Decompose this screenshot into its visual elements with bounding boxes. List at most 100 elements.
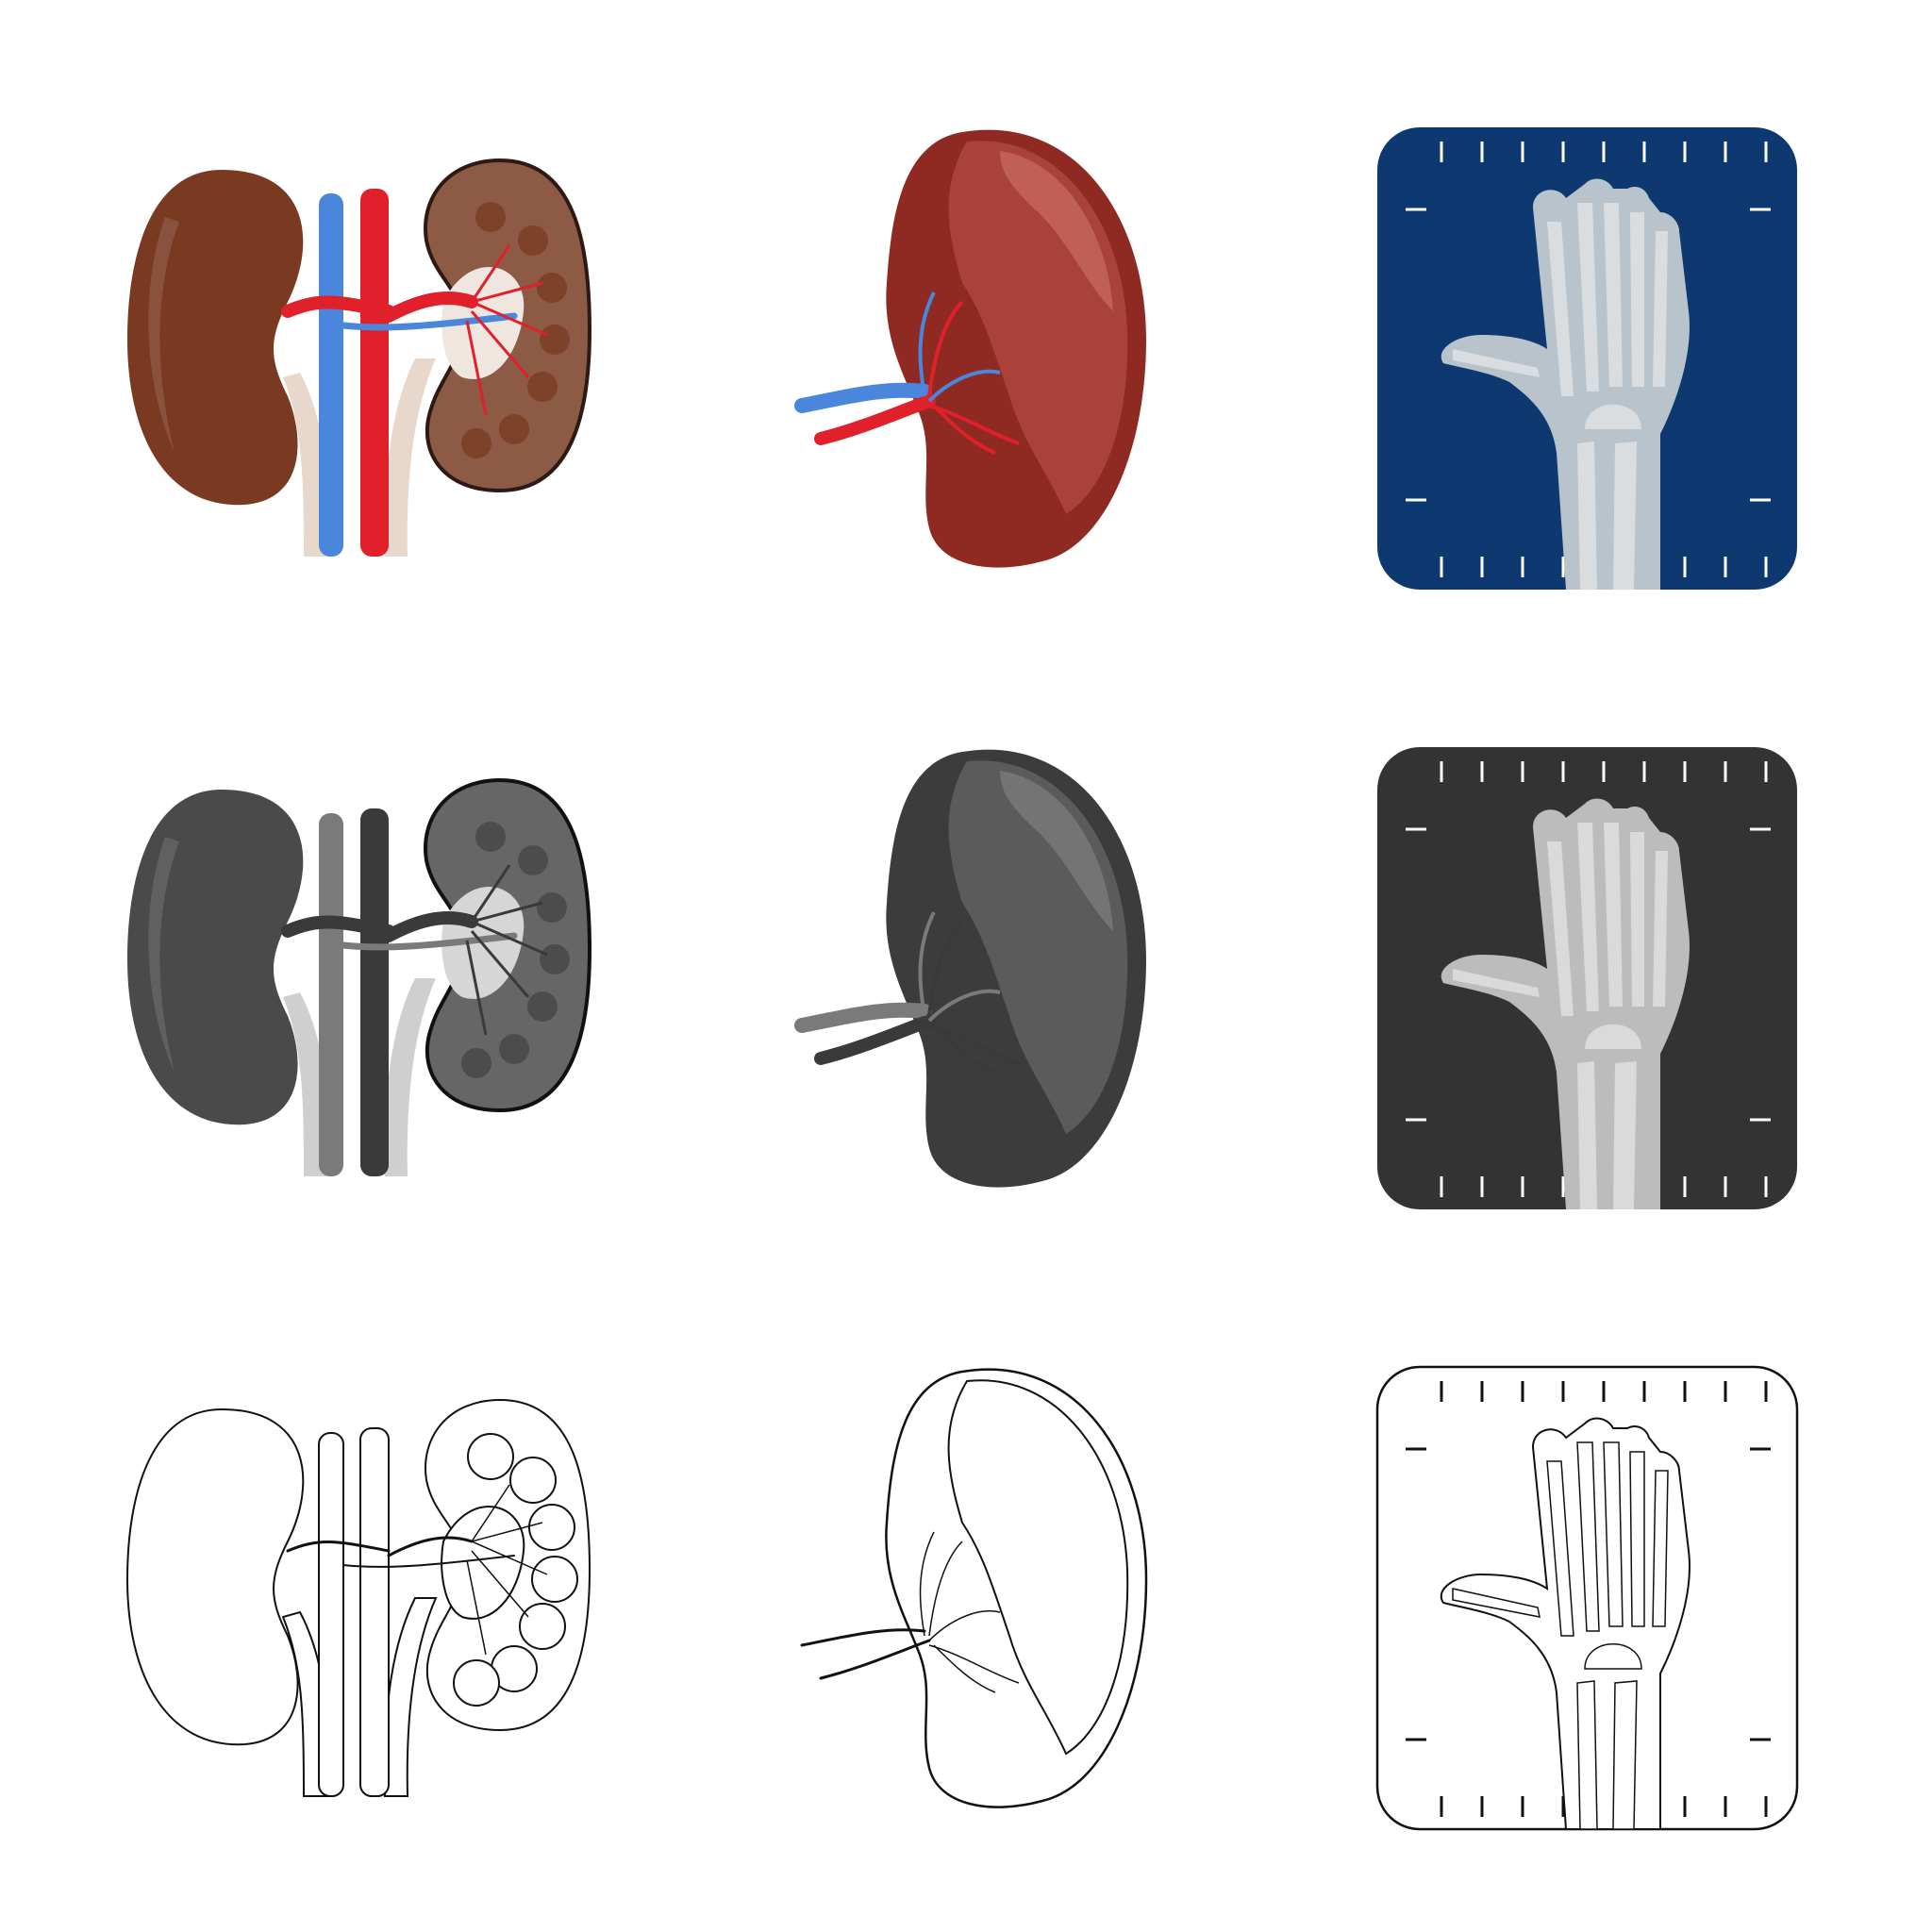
- spleen-highlight: [1000, 151, 1113, 311]
- hand-bone: [1585, 404, 1641, 429]
- renal-vein: [342, 1555, 515, 1568]
- splenic-branch: [918, 291, 936, 397]
- renal-artery-left: [281, 295, 395, 318]
- aorta: [359, 1427, 390, 1797]
- splenic-artery: [819, 1639, 931, 1680]
- ureter-right: [384, 358, 436, 557]
- aorta: [360, 189, 389, 557]
- hand-bone: [1613, 441, 1637, 590]
- splenic-artery: [814, 394, 936, 445]
- renal-artery-left: [281, 915, 395, 938]
- hand-bone: [1613, 1061, 1637, 1209]
- renal-branch: [471, 300, 548, 337]
- hand-bone: [1584, 1643, 1642, 1670]
- kidney-pyramid: [527, 991, 558, 1022]
- splenic-branch: [928, 1610, 1001, 1641]
- splenic-branch: [927, 300, 964, 397]
- hand-bone: [1546, 1460, 1574, 1637]
- kidney-pyramid: [475, 202, 506, 232]
- renal-branch: [470, 864, 511, 923]
- kidney-pyramid: [519, 1603, 566, 1650]
- splenic-branch: [933, 1644, 996, 1693]
- hand-bone: [1585, 1024, 1641, 1049]
- left-kidney: [127, 790, 304, 1125]
- hand-bone: [1604, 203, 1623, 387]
- kidney-pyramid: [461, 1048, 491, 1078]
- monochrome-hand-xray-icon: [1377, 747, 1797, 1209]
- left-kidney: [125, 1407, 305, 1746]
- renal-artery-right: [382, 291, 478, 323]
- kidney-pyramid: [537, 892, 567, 923]
- renal-branch: [465, 940, 488, 1036]
- ureter-left: [283, 992, 330, 1176]
- renal-branch: [466, 1559, 487, 1656]
- outline-kidneys-icon: [125, 1398, 591, 1797]
- splenic-branch: [919, 1531, 935, 1637]
- vena-cava: [319, 813, 343, 1176]
- hand-bone: [1604, 823, 1623, 1007]
- kidney-pyramid: [540, 325, 570, 355]
- kidney-pyramid: [499, 1034, 529, 1064]
- hand-bone: [1653, 231, 1668, 387]
- splenic-branch: [927, 369, 1001, 403]
- splenic-branch: [927, 989, 1001, 1023]
- renal-pelvis: [441, 1506, 525, 1620]
- ureter-right: [383, 1597, 438, 1797]
- hand-bone: [1576, 1441, 1600, 1632]
- kidney-highlight: [148, 837, 179, 1073]
- kidney-pyramid: [475, 822, 506, 852]
- hand-bone: [1603, 1441, 1624, 1627]
- hand-bone: [1652, 1470, 1669, 1627]
- splenic-branch: [932, 1024, 996, 1074]
- spleen-lobe: [947, 1379, 1129, 1756]
- renal-branch: [471, 281, 543, 304]
- renal-branch: [471, 1484, 510, 1542]
- kidney-pyramid: [453, 1659, 500, 1707]
- splenic-artery: [814, 1014, 936, 1065]
- renal-branch: [471, 901, 543, 924]
- splenic-branch: [928, 1644, 1020, 1684]
- kidney-pyramid: [537, 273, 567, 303]
- renal-artery-right: [382, 910, 478, 942]
- kidney-pyramid: [527, 372, 558, 402]
- hand-bone: [1576, 1680, 1598, 1830]
- splenic-branch: [928, 1541, 963, 1637]
- hand-bone: [1452, 1588, 1541, 1618]
- monochrome-kidneys-icon: [127, 777, 592, 1176]
- kidney-pyramid: [528, 1504, 575, 1551]
- renal-branch: [471, 920, 548, 957]
- renal-branch: [470, 310, 530, 378]
- hand-bone: [1629, 1451, 1645, 1627]
- kidney-pyramid: [461, 428, 491, 458]
- renal-branch: [471, 1550, 529, 1618]
- renal-branch: [465, 320, 488, 416]
- splenic-branch: [927, 920, 964, 1017]
- hand-bone: [1577, 441, 1597, 590]
- splenic-vein: [794, 1002, 932, 1033]
- hand-bone: [1453, 349, 1540, 377]
- renal-branch: [470, 930, 530, 998]
- aorta: [360, 808, 389, 1176]
- vena-cava: [318, 1432, 344, 1797]
- ureter-left: [283, 373, 330, 557]
- monochrome-spleen-icon: [794, 749, 1146, 1188]
- color-hand-xray-icon: [1377, 127, 1797, 591]
- hand-bone: [1547, 841, 1574, 1016]
- outline-spleen-icon: [800, 1368, 1148, 1808]
- splenic-vein: [794, 382, 932, 413]
- left-kidney: [127, 170, 304, 506]
- kidney-pyramid: [499, 414, 529, 444]
- hand-bone: [1547, 222, 1574, 396]
- vena-cava: [319, 193, 343, 557]
- kidney-pyramid: [467, 1433, 514, 1480]
- splenic-branch: [932, 404, 996, 455]
- renal-vein: [340, 312, 518, 331]
- kidney-highlight: [148, 217, 179, 453]
- hand-bone: [1577, 203, 1599, 391]
- ureter-right: [384, 978, 436, 1176]
- renal-vein: [340, 932, 518, 951]
- renal-artery-right: [387, 1536, 474, 1557]
- renal-branch: [471, 1522, 543, 1542]
- hand-bone: [1453, 969, 1540, 997]
